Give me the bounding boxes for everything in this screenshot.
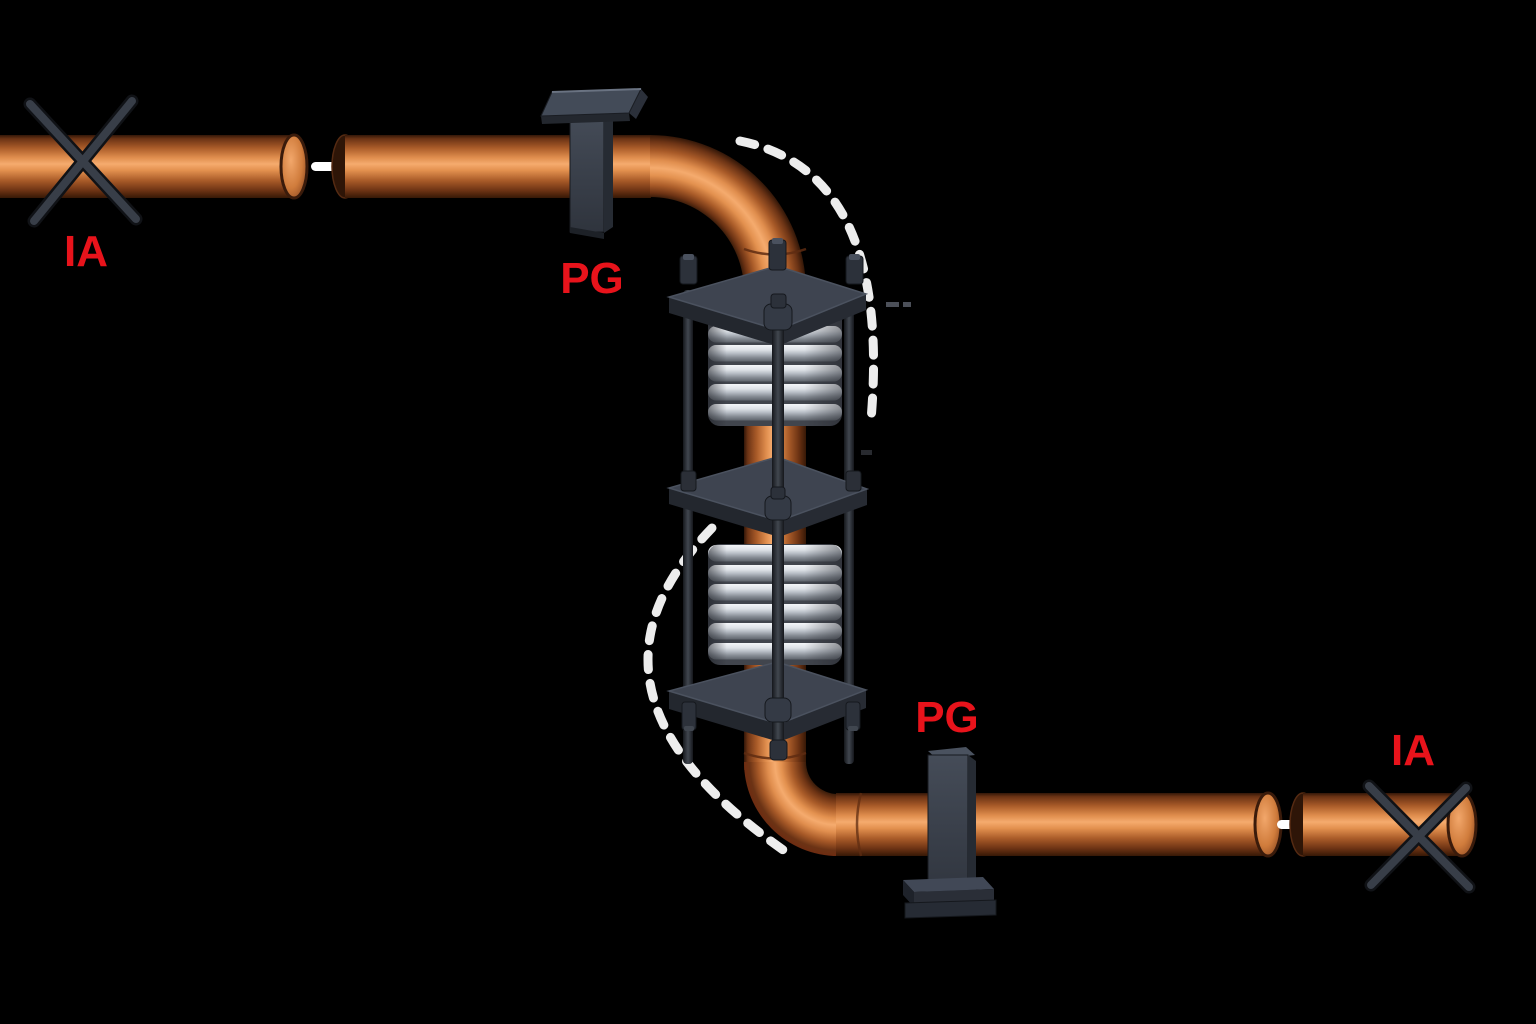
motion-arc-bottom-left xyxy=(643,523,794,859)
motion-arcs xyxy=(643,136,911,859)
pipe-guide-top xyxy=(540,88,648,239)
bolt-stud xyxy=(681,701,697,731)
pipe-run-bottom xyxy=(836,791,1283,858)
weld-seam-bottom xyxy=(855,792,863,857)
flange-plate-bottom xyxy=(666,661,869,742)
elbow-bottom xyxy=(744,762,838,856)
pipe-end-face xyxy=(279,133,309,200)
motion-arc-faint-dashes xyxy=(861,302,911,455)
guide-stem-foot xyxy=(570,227,604,239)
elbow-top xyxy=(650,135,806,291)
bolt-stud xyxy=(768,238,787,271)
rod-nut xyxy=(680,470,697,492)
label-pg-top: PG xyxy=(560,254,624,303)
guide-stem xyxy=(569,111,605,233)
guide-base-top xyxy=(903,877,994,892)
pipe-guide-bottom xyxy=(903,747,997,919)
rod-nut xyxy=(845,470,862,492)
tie-rod-front xyxy=(772,316,784,752)
anchor-cross-top-left xyxy=(23,94,143,228)
guide-plate-edge xyxy=(541,113,630,124)
tie-rods-side xyxy=(683,290,854,764)
guide-plate-side xyxy=(629,89,648,119)
rod-boss-middle xyxy=(764,486,792,521)
bolt-stud xyxy=(845,701,861,731)
guide-base-plinth xyxy=(904,899,997,919)
guide-base-left xyxy=(903,880,914,907)
label-ia-top-left: IA xyxy=(64,227,108,276)
label-ia-bottom-right: IA xyxy=(1391,726,1435,775)
anchor-cross-bottom-right xyxy=(1362,779,1476,894)
rod-boss-top xyxy=(763,293,793,331)
break-dash-top xyxy=(311,162,337,171)
motion-arc-top-right xyxy=(735,136,878,425)
bolt-stud xyxy=(679,254,698,285)
tie-rod-right xyxy=(844,290,854,764)
pipe-run-top-left xyxy=(0,133,309,200)
guide-stem-side xyxy=(604,112,613,233)
guide-stem-side xyxy=(968,755,976,903)
bolt-stud xyxy=(845,254,864,285)
flange-plate-middle xyxy=(666,456,870,551)
label-pg-bottom: PG xyxy=(915,693,979,742)
tie-rod-left xyxy=(683,290,693,764)
guide-plate-top xyxy=(540,88,642,117)
rod-boss-bottom xyxy=(764,697,792,761)
